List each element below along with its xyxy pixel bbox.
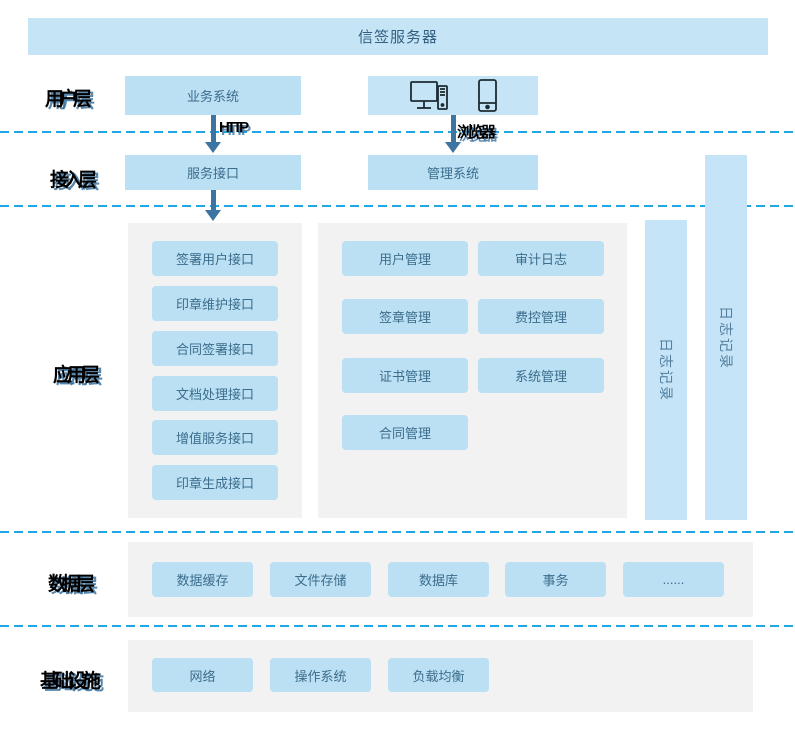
smartphone-icon — [477, 79, 497, 112]
interface-box: 文档处理接口 — [152, 376, 278, 411]
interface-box: 合同签署接口 — [152, 331, 278, 366]
diagram-title: 信签服务器 — [357, 29, 438, 46]
browser-label: 浏览器 — [457, 124, 496, 141]
log-record-bar-outer: 日志记录 — [705, 155, 747, 520]
arrow-devices-to-management — [445, 115, 461, 268]
data-box: 数据缓存 — [152, 562, 253, 597]
infrastructure-box: 操作系统 — [270, 658, 371, 692]
client-devices-box — [368, 76, 538, 115]
layer-separator-4 — [0, 625, 795, 627]
data-box: 事务 — [505, 562, 606, 597]
management-box: 费控管理 — [478, 299, 604, 334]
infrastructure-box: 负载均衡 — [388, 658, 489, 692]
business-system-box: 业务系统 — [125, 76, 301, 115]
management-box: 证书管理 — [342, 358, 468, 393]
arrow-business-to-service — [205, 115, 221, 268]
application-layer-label: 应用层 — [53, 365, 100, 386]
interface-box: 增值服务接口 — [152, 420, 278, 455]
service-interface-box: 服务接口 — [125, 155, 301, 190]
user-layer-label: 用户层 — [45, 89, 92, 110]
infrastructure-box: 网络 — [152, 658, 253, 692]
layer-separator-1 — [0, 131, 795, 133]
management-box: 用户管理 — [342, 241, 468, 276]
interface-box: 印章维护接口 — [152, 286, 278, 321]
management-box: 系统管理 — [478, 358, 604, 393]
desktop-icon — [409, 80, 450, 112]
log-record-bar-label: 日志记录 — [658, 338, 674, 402]
data-box: ...... — [623, 562, 724, 597]
access-layer-label: 接入层 — [50, 170, 97, 191]
layer-separator-3 — [0, 531, 795, 533]
log-record-bar-label: 日志记录 — [718, 305, 734, 370]
management-box: 审计日志 — [478, 241, 604, 276]
management-box: 签章管理 — [342, 299, 468, 334]
log-record-bar-inner: 日志记录 — [645, 220, 687, 520]
data-box: 数据库 — [388, 562, 489, 597]
management-system-box: 管理系统 — [368, 155, 538, 190]
interface-box: 签署用户接口 — [152, 241, 278, 276]
data-layer-label: 数据层 — [48, 574, 95, 595]
arrow-service-to-application — [205, 190, 221, 222]
management-box: 合同管理 — [342, 415, 468, 450]
layer-separator-2 — [0, 205, 795, 207]
infrastructure-layer-label: 基础设施 — [40, 671, 101, 692]
diagram-title-banner: 信签服务器 — [28, 18, 768, 55]
data-box: 文件存储 — [270, 562, 371, 597]
http-label: HTTP — [219, 119, 249, 136]
interface-box: 印章生成接口 — [152, 465, 278, 500]
